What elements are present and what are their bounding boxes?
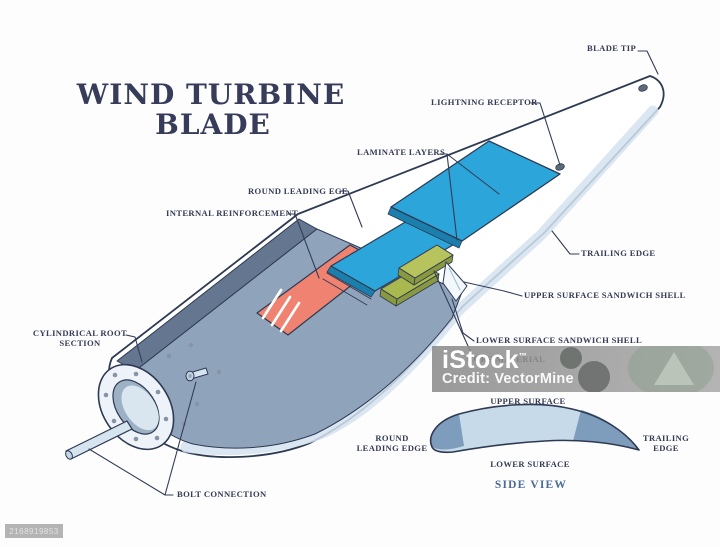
watermark-circle-icon: [578, 361, 610, 392]
leader-trailing-edge: [551, 230, 580, 255]
istock-logo-text: iStock: [442, 346, 519, 374]
airfoil-outline: [429, 403, 640, 454]
trailing-edge-web-line: [448, 267, 461, 291]
airfoil-tail-wedge: [573, 410, 639, 450]
leader-laminate-b: [439, 153, 458, 241]
label-sv-trailing-line2: EDGE: [653, 443, 679, 453]
label-sv-round-line1: ROUND: [375, 433, 409, 443]
root-flange: [97, 363, 175, 451]
lightning-receptor-dot: [555, 163, 565, 171]
leader-bolt-rod: [88, 448, 174, 496]
label-sv-round-leading-edge: ROUND LEADING EDGE: [357, 433, 428, 453]
leader-round-leading-ege: [339, 190, 363, 228]
trailing-edge-web: [442, 261, 468, 302]
page-title-line2: BLADE: [155, 108, 271, 141]
watermark-circle-icon: [560, 347, 582, 369]
label-sv-round-line2: LEADING EDGE: [356, 443, 428, 453]
label-upper-surface-sandwich-shell: UPPER SURFACE SANDWICH SHELL: [524, 290, 686, 300]
side-view-airfoil: [429, 403, 640, 454]
label-lightning-receptor: LIGHTNING RECEPTOR: [431, 97, 538, 107]
label-round-leading-ege: ROUND LEADING EGE: [248, 186, 349, 196]
label-sv-trailing-edge: TRAILING EDGE: [643, 433, 689, 453]
watermark-credit: Credit: VectorMine: [442, 371, 574, 387]
label-bolt-connection: BOLT CONNECTION: [177, 489, 267, 499]
istock-watermark: iStock™ Credit: VectorMine: [432, 346, 720, 392]
bolt-icon: [185, 367, 209, 382]
image-id-badge: 2168919853: [5, 524, 63, 538]
laminate-panel-lifted: [390, 140, 561, 242]
airfoil-nose-wedge: [430, 414, 464, 450]
leader-upper-shell: [463, 281, 523, 297]
blade-cutaway-group: [65, 75, 665, 460]
label-sv-upper-surface: UPPER SURFACE: [490, 396, 566, 406]
label-cylindrical-root-section: CYLINDRICAL ROOT SECTION: [33, 328, 127, 348]
label-lower-surface-sandwich-shell: LOWER SURFACE SANDWICH SHELL: [476, 335, 643, 345]
leader-lightning-receptor: [530, 102, 561, 166]
label-trailing-edge: TRAILING EDGE: [581, 248, 656, 258]
core-material-parts: [379, 244, 454, 307]
leader-blade-tip: [637, 50, 659, 75]
label-blade-tip: BLADE TIP: [587, 43, 637, 53]
flange-bolt-holes: [103, 371, 169, 442]
label-sv-lower-surface: LOWER SURFACE: [490, 459, 570, 469]
leader-bolt-flange: [164, 381, 197, 496]
bolt-rod: [65, 420, 133, 460]
label-cylindrical-root-line2: SECTION: [59, 338, 101, 348]
trademark-symbol: ™: [518, 351, 528, 361]
page-title-line1: WIND TURBINE: [76, 78, 346, 111]
label-cylindrical-root-line1: CYLINDRICAL ROOT: [32, 328, 128, 338]
watermark-triangle-icon: [654, 352, 694, 385]
label-sv-trailing-line1: TRAILING: [642, 433, 690, 443]
leader-lower-shell: [451, 298, 475, 342]
istock-logo: iStock™: [442, 346, 527, 375]
side-view-title: SIDE VIEW: [494, 479, 568, 491]
label-laminate-layers: LAMINATE LAYERS: [357, 147, 446, 157]
blade-tip-receptor-dot: [638, 84, 648, 92]
leader-internal-reinforcement: [286, 213, 320, 279]
reinforcement-stripes: [261, 288, 301, 333]
label-internal-reinforcement: INTERNAL REINFORCEMENT: [166, 208, 299, 218]
leader-cylindrical-root: [125, 334, 143, 363]
laminate-stack-lines: [322, 272, 372, 306]
